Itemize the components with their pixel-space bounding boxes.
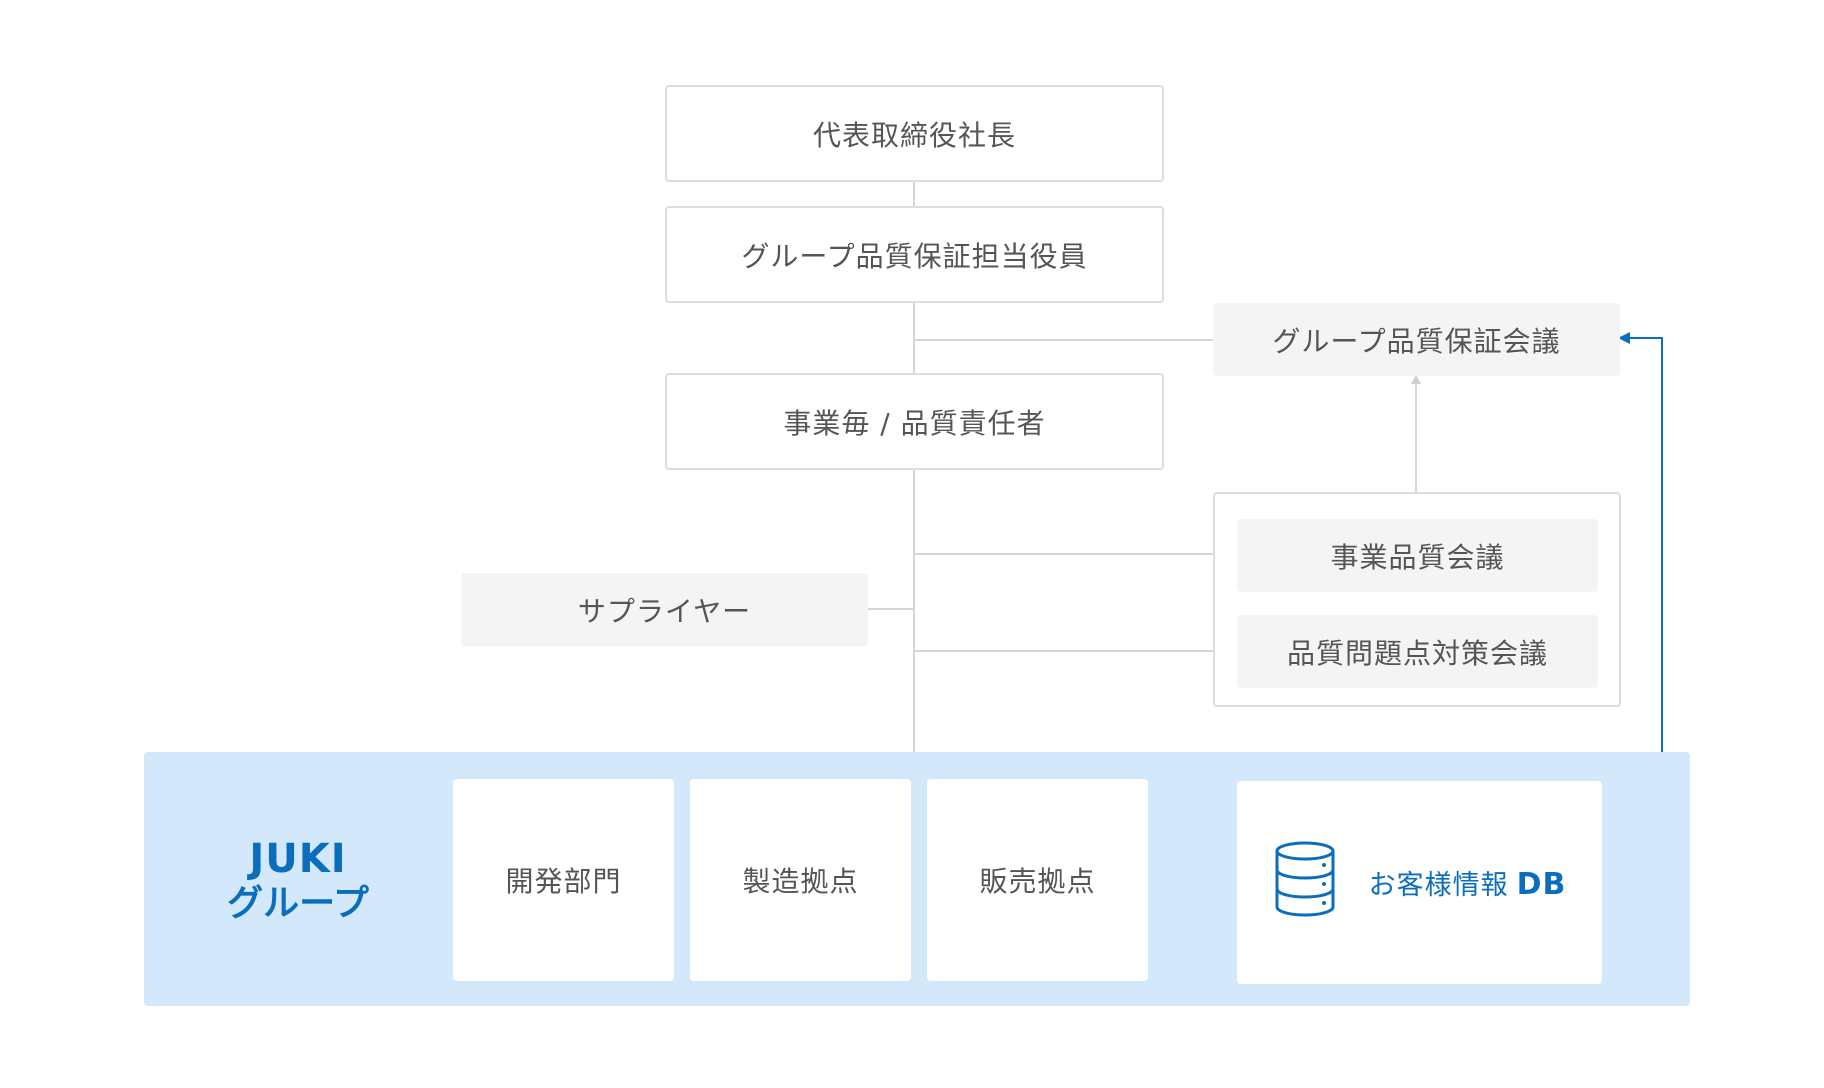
unit-development: 開発部門 [453, 779, 674, 981]
business-quality-manager-label: 事業毎 / 品質責任者 [783, 406, 1046, 440]
database-icon [1273, 840, 1337, 925]
juki-group-title: JUKI グループ [200, 836, 396, 926]
customer-db-label-text: お客様情報 [1368, 870, 1509, 901]
president-label: 代表取締役社長 [812, 118, 1016, 152]
juki-group-subname: グループ [227, 883, 369, 925]
group-qa-officer-label: グループ品質保証担当役員 [741, 239, 1088, 273]
business-quality-meeting-label: 事業品質会議 [1330, 540, 1505, 574]
customer-db-suffix: DB [1516, 867, 1567, 902]
quality-issue-meeting-box: 品質問題点対策会議 [1237, 615, 1598, 688]
unit-development-label: 開発部門 [505, 865, 622, 898]
business-quality-manager-box: 事業毎 / 品質責任者 [665, 373, 1164, 470]
unit-manufacturing: 製造拠点 [690, 779, 911, 981]
group-quality-meeting-box: グループ品質保証会議 [1213, 303, 1620, 376]
unit-manufacturing-label: 製造拠点 [742, 865, 859, 898]
president-box: 代表取締役社長 [665, 85, 1164, 182]
group-qa-officer-box: グループ品質保証担当役員 [665, 206, 1164, 303]
arrowhead-up-icon [1411, 375, 1421, 384]
unit-sales: 販売拠点 [927, 779, 1148, 981]
group-quality-meeting-label: グループ品質保証会議 [1272, 324, 1561, 358]
juki-group-name: JUKI [249, 836, 347, 882]
arrowhead-left-icon [1618, 332, 1630, 344]
quality-issue-meeting-label: 品質問題点対策会議 [1286, 636, 1548, 670]
supplier-box: サプライヤー [461, 573, 868, 646]
unit-sales-label: 販売拠点 [979, 865, 1096, 898]
supplier-label: サプライヤー [577, 594, 752, 628]
business-quality-meeting-box: 事業品質会議 [1237, 519, 1598, 592]
